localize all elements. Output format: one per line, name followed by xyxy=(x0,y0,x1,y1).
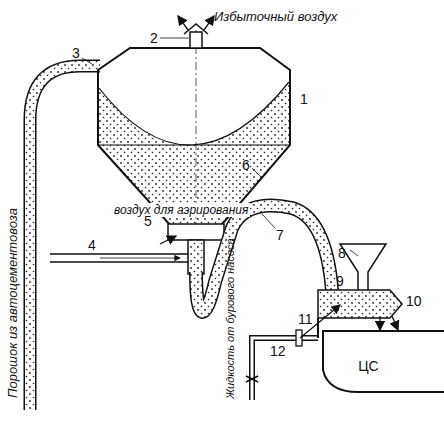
callout-number: 11 xyxy=(298,312,313,326)
callout-number: 5 xyxy=(144,214,152,228)
callout-number: 12 xyxy=(270,344,286,358)
tank-shape xyxy=(323,331,444,392)
callout-number: 1 xyxy=(300,92,308,106)
callout-number: 7 xyxy=(276,228,284,242)
flow-label: воздух для аэрирования xyxy=(112,203,250,217)
callout-number: 2 xyxy=(150,31,158,45)
callout-number: 4 xyxy=(88,238,96,252)
callout-number: 6 xyxy=(242,158,250,172)
flow-label: Жидкость от бурового насоса xyxy=(225,238,236,399)
tank: ЦС xyxy=(322,330,444,394)
tank-outline xyxy=(322,330,444,394)
flow-label: Порошок из автоцементовоза xyxy=(6,208,19,398)
flow-label: Избыточный воздух xyxy=(214,10,337,23)
callout-number: 3 xyxy=(72,46,80,60)
callout-number: 8 xyxy=(338,246,346,260)
callout-number: 10 xyxy=(406,294,422,308)
tank-label: ЦС xyxy=(358,359,378,373)
callout-number: 9 xyxy=(336,274,344,288)
